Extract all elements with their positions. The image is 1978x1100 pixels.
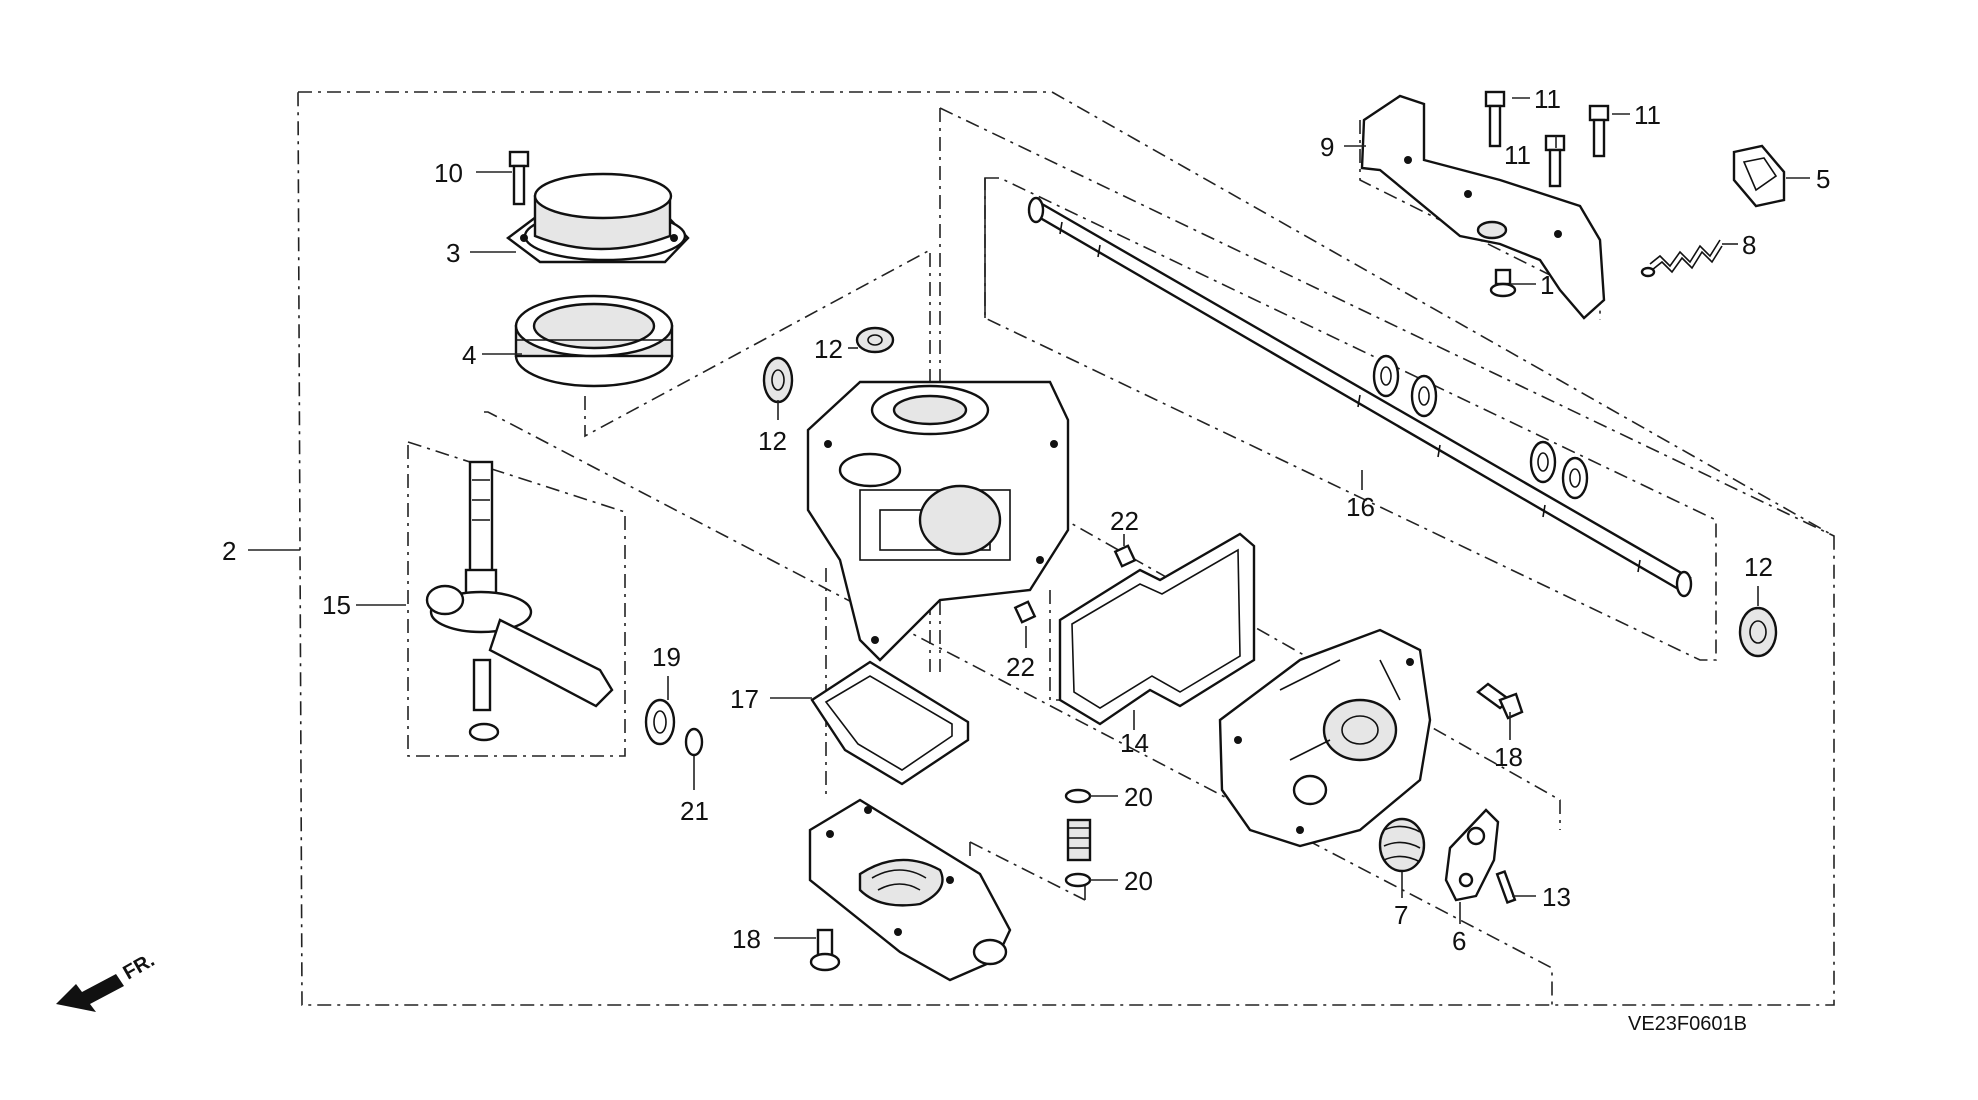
callout-18-right: 18	[1494, 742, 1523, 772]
bolt-part-1	[1489, 268, 1517, 298]
callout-8: 8	[1742, 230, 1756, 260]
callout-4: 4	[462, 340, 476, 370]
callout-11-c: 11	[1504, 140, 1531, 170]
bolt-part-10	[508, 150, 530, 206]
leader-lines	[248, 97, 1810, 939]
callout-11-b: 11	[1634, 100, 1661, 130]
callout-12-left: 12	[758, 426, 787, 456]
callout-20-bottom: 20	[1124, 866, 1153, 896]
callout-16: 16	[1346, 492, 1375, 522]
direction-label: FR.	[120, 949, 159, 984]
callout-14: 14	[1120, 728, 1149, 758]
clip-part-21	[684, 727, 704, 757]
gear-case-housing	[806, 380, 1070, 662]
bolt-part-11	[1484, 90, 1610, 188]
callout-22-top: 22	[1110, 506, 1139, 536]
callout-19: 19	[652, 642, 681, 672]
spring-part-8	[1640, 239, 1723, 278]
cover-plate-part-3	[506, 172, 690, 264]
diagram-code: VE23F0601B	[1628, 1013, 1747, 1035]
axle-shaft	[1027, 196, 1693, 598]
callout-20-top: 20	[1124, 782, 1153, 812]
callout-15: 15	[322, 590, 351, 620]
gasket-part-14	[1058, 532, 1256, 726]
bolt-part-18-right	[1476, 682, 1524, 720]
callout-21: 21	[680, 796, 709, 826]
callout-11-a: 11	[1534, 84, 1561, 114]
callout-12-top: 12	[814, 334, 843, 364]
callout-3: 3	[446, 238, 460, 268]
gasket-part-17	[810, 660, 970, 786]
dowel-pin-part-22	[1013, 544, 1137, 624]
spring-part-7	[1378, 817, 1426, 873]
bracket-part-9	[1360, 94, 1606, 320]
front-direction-arrow: FR.	[56, 949, 158, 1012]
lever-part-6	[1444, 808, 1500, 902]
callout-18-lower: 18	[732, 924, 761, 954]
callout-2: 2	[222, 536, 236, 566]
callout-6: 6	[1452, 926, 1466, 956]
callout-22-bottom: 22	[1006, 652, 1035, 682]
steering-shaft-part-15	[425, 460, 614, 742]
callout-12-right: 12	[1744, 552, 1773, 582]
right-gear-case	[1218, 628, 1432, 848]
callout-5: 5	[1816, 164, 1830, 194]
callout-9: 9	[1320, 132, 1334, 162]
callout-13: 13	[1542, 882, 1571, 912]
shaft-washer	[1372, 354, 1589, 500]
seal-part-4	[514, 294, 674, 388]
lower-cover	[808, 798, 1012, 982]
bolt-part-18	[809, 928, 841, 972]
seal-part-19	[644, 698, 676, 746]
callout-7: 7	[1394, 900, 1408, 930]
callout-labels: 10 3 4 2 15 19 21 12 12 17 22 22 14 20 2…	[222, 84, 1830, 956]
pin-part-13	[1495, 869, 1517, 905]
axle-shaft-group	[984, 177, 1717, 661]
cap-part-5	[1732, 144, 1786, 208]
callout-1: 1	[1540, 270, 1554, 300]
spring-part-20	[1064, 788, 1092, 888]
callout-17: 17	[730, 684, 759, 714]
callout-10: 10	[434, 158, 463, 188]
